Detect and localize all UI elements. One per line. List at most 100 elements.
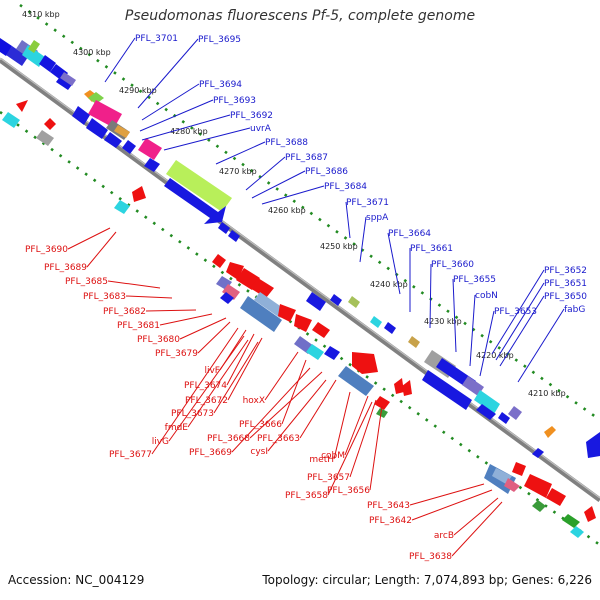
forward-gene-feature	[476, 404, 496, 420]
scale-label: 4300 kbp	[73, 48, 111, 57]
gene-label: PFL_3684	[324, 182, 367, 192]
gene-label: PFL_3663	[257, 434, 300, 444]
forward-gene-feature	[532, 448, 544, 458]
gene-leader-line	[387, 232, 401, 295]
forward-gene-feature	[544, 426, 556, 438]
forward-gene-feature	[306, 292, 326, 311]
gene-label: PFL_3642	[369, 516, 412, 526]
scale-label: 4270 kbp	[219, 167, 257, 176]
gene-leader-line	[141, 83, 200, 121]
gene-label: PFL_3690	[25, 245, 68, 255]
gene-leader-line	[261, 185, 325, 205]
forward-gene-feature	[408, 336, 420, 348]
forward-gene-feature	[422, 370, 472, 410]
reverse-gene-feature	[324, 346, 340, 360]
scale-label: 4310 kbp	[22, 10, 60, 19]
accession-text: Accession: NC_004129	[8, 573, 145, 587]
reverse-gene-feature	[374, 396, 390, 410]
reverse-gene-labels: PFL_3690PFL_3689PFL_3685PFL_3683PFL_3682…	[25, 227, 503, 562]
reverse-gene-feature	[562, 514, 580, 528]
gene-label: PFL_3650	[544, 292, 587, 302]
forward-gene-feature	[114, 125, 130, 138]
reverse-gene-feature	[338, 366, 374, 396]
gene-label: PFL_3653	[494, 307, 537, 317]
reverse-gene-feature	[114, 200, 130, 214]
gene-label: PFL_3643	[367, 501, 410, 511]
gene-label: PFL_3693	[213, 96, 256, 106]
reverse-gene-feature	[44, 118, 56, 130]
gene-label: PFL_3680	[137, 335, 180, 345]
reverse-gene-feature	[212, 254, 226, 268]
gene-leader-line	[168, 335, 245, 442]
gene-leader-line	[479, 310, 495, 377]
forward-gene-feature	[384, 322, 396, 334]
gene-leader-line	[159, 313, 213, 326]
forward-gene-feature	[498, 412, 510, 424]
gene-leader-line	[215, 141, 266, 165]
gene-label: PFL_3674	[184, 381, 227, 391]
gene-label: PFL_3681	[117, 321, 160, 331]
gene-label: PFL_3669	[189, 448, 232, 458]
gene-label: PFL_3656	[327, 486, 370, 496]
gene-leader-line	[411, 489, 493, 521]
forward-gene-feature	[474, 390, 500, 414]
gene-label: PFL_3688	[265, 138, 308, 148]
forward-gene-feature	[138, 138, 162, 160]
gene-label: PFL_3687	[285, 153, 328, 163]
forward-gene-feature	[218, 222, 230, 234]
gene-leader-line	[67, 227, 111, 250]
reverse-gene-feature	[254, 292, 286, 318]
gene-leader-line	[145, 309, 197, 312]
gene-label: PFL_3657	[307, 473, 350, 483]
gene-leader-line	[344, 395, 369, 456]
gene-label: PFL_3673	[171, 409, 214, 419]
genome-info-text: Topology: circular; Length: 7,074,893 bp…	[262, 573, 592, 587]
scale-label: 4290 kbp	[119, 86, 157, 95]
gene-leader-line	[187, 339, 249, 428]
scale-label: 4210 kbp	[528, 389, 566, 398]
gene-leader-line	[227, 337, 263, 401]
reverse-gene-feature	[294, 314, 312, 332]
reverse-gene-feature	[312, 322, 330, 338]
reverse-gene-feature	[532, 500, 546, 512]
gene-leader-line	[163, 127, 251, 151]
gene-leader-line	[249, 371, 323, 439]
forward-gene-feature	[122, 140, 136, 154]
reverse-gene-feature	[220, 292, 234, 304]
forward-gene-feature	[0, 38, 12, 56]
gene-leader-line	[267, 379, 327, 452]
reverse-gene-feature	[240, 296, 282, 332]
gene-label: PFL_3660	[431, 260, 474, 270]
gene-label: PFL_3668	[207, 434, 250, 444]
gene-label: arcB	[434, 531, 454, 541]
gene-leader-line	[137, 38, 199, 109]
gene-leader-line	[231, 367, 311, 453]
reverse-gene-feature	[222, 284, 240, 300]
gene-label: sppA	[366, 213, 389, 223]
scale-label: 4220 kbp	[476, 351, 514, 360]
scale-label: 4240 kbp	[370, 280, 408, 289]
gene-label: PFL_3694	[199, 80, 242, 90]
gene-label: PFL_3671	[346, 198, 389, 208]
gene-leader-line	[125, 295, 173, 299]
gene-leader-line	[264, 351, 299, 401]
gene-leader-line	[495, 282, 545, 361]
reverse-gene-feature	[524, 474, 552, 498]
gene-leader-line	[451, 501, 503, 557]
reverse-gene-feature	[504, 478, 520, 492]
gene-label: cobM	[321, 451, 345, 461]
forward-gene-feature	[88, 92, 104, 104]
reverse-gene-feature	[546, 488, 566, 506]
scale-label: 4250 kbp	[320, 242, 358, 251]
gene-leader-line	[107, 280, 161, 289]
scale-label: 4280 kbp	[170, 127, 208, 136]
gene-leader-line	[197, 321, 231, 354]
forward-gene-feature	[228, 230, 240, 242]
gene-leader-line	[251, 170, 306, 199]
gene-label: PFL_3652	[544, 266, 587, 276]
scale-labels: 4310 kbp 4300 kbp 4290 kbp 4280 kbp 4270…	[22, 10, 566, 398]
gene-leader-line	[139, 99, 214, 132]
forward-gene-feature	[144, 158, 160, 172]
